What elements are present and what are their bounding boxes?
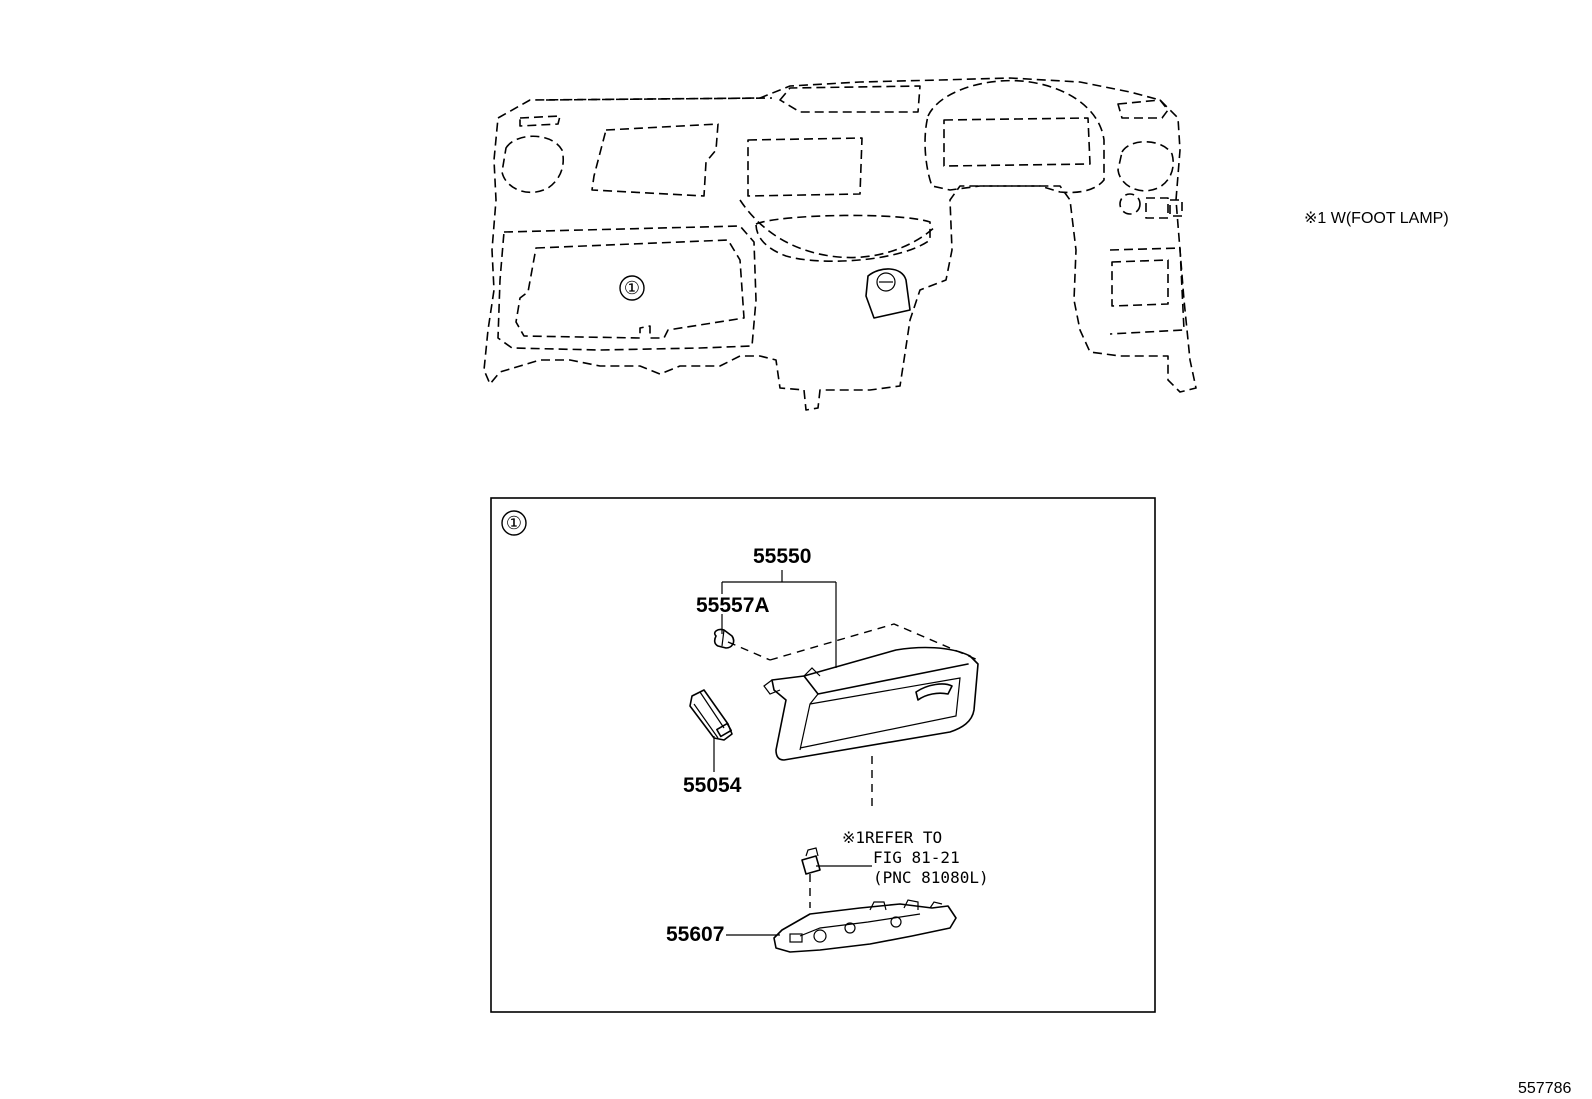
lower-cover-55607-icon bbox=[773, 899, 957, 953]
instrument-panel-outline bbox=[483, 77, 1197, 411]
refer-line-1: ※1REFER TO bbox=[842, 828, 942, 847]
leader-lines bbox=[713, 570, 873, 936]
glove-compartment-door-icon bbox=[763, 623, 979, 761]
callout-1-marker: ① bbox=[619, 275, 645, 301]
damper-55054-icon bbox=[689, 689, 733, 741]
clip-55557A-icon bbox=[713, 628, 735, 649]
detail-marker-label: ① bbox=[506, 513, 522, 534]
figure-id: 557786 bbox=[1518, 1080, 1571, 1097]
refer-note: ※1REFER TO FIG 81-21 (PNC 81080L) bbox=[842, 828, 989, 887]
refer-line-3: (PNC 81080L) bbox=[873, 868, 989, 887]
part-number-55550: 55550 bbox=[753, 545, 811, 568]
foot-lamp-note: ※1 W(FOOT LAMP) bbox=[1304, 210, 1449, 227]
foot-lamp-icon bbox=[801, 847, 821, 875]
part-number-55054: 55054 bbox=[683, 774, 742, 797]
callout-1-label: ① bbox=[624, 278, 640, 299]
detail-frame: ① bbox=[490, 497, 1156, 1013]
part-number-55557A: 55557A bbox=[696, 594, 770, 617]
refer-line-2: FIG 81-21 bbox=[873, 848, 960, 867]
part-number-55607: 55607 bbox=[666, 923, 724, 946]
